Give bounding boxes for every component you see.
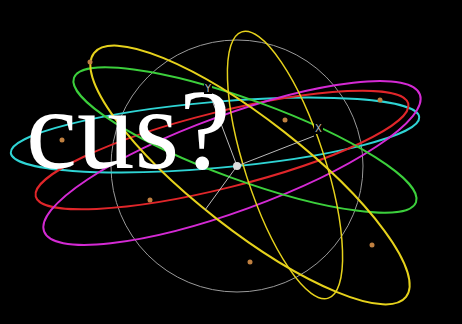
orbit-dot xyxy=(248,260,253,265)
orbit-dot xyxy=(370,243,375,248)
orbit-dot xyxy=(148,198,153,203)
orbit xyxy=(27,67,418,234)
orbit-dot xyxy=(283,118,288,123)
orbit-dot xyxy=(378,98,383,103)
focus-point xyxy=(233,162,241,170)
axis-label: Y xyxy=(204,84,212,94)
axis-line xyxy=(237,136,314,166)
axis-label: X xyxy=(314,124,323,134)
orbit-dot xyxy=(88,60,93,65)
slide-heading: cus? xyxy=(26,72,230,187)
